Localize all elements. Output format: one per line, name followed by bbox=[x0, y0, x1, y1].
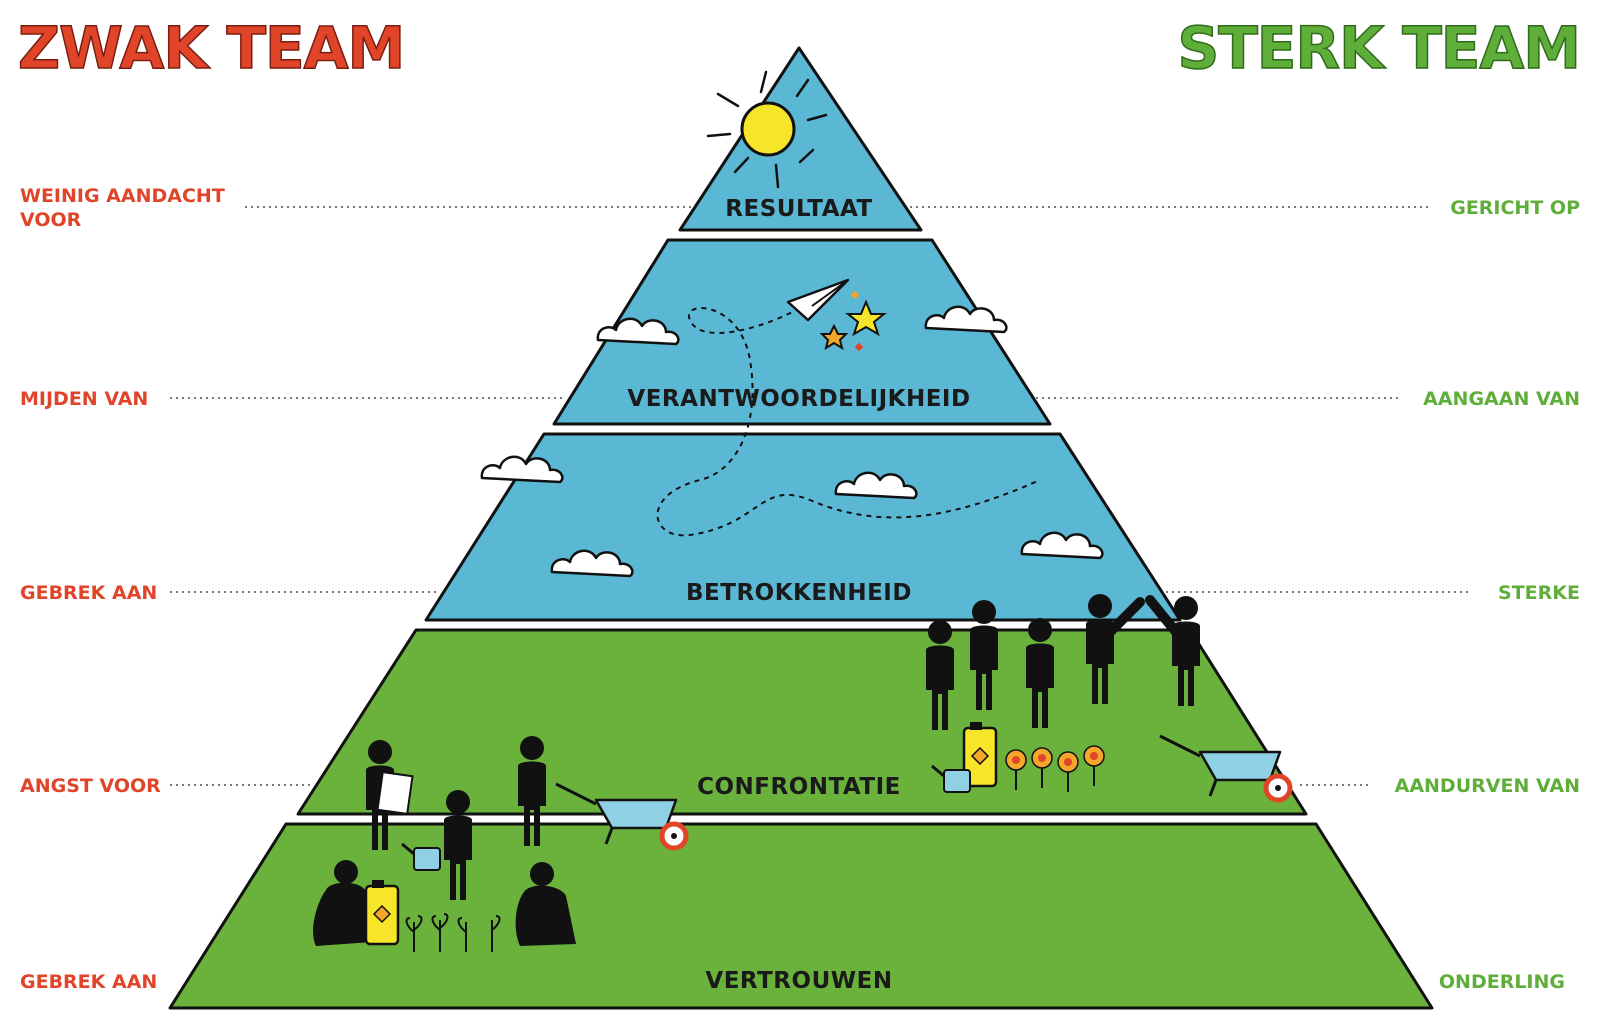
tier-resultaat bbox=[678, 46, 923, 232]
weak-label-verantwoordelijkheid: MIJDEN VAN bbox=[20, 388, 148, 410]
tier-verantwoordelijkheid bbox=[552, 238, 1052, 426]
strong-label-resultaat: GERICHT OP bbox=[1450, 197, 1580, 219]
guide-lines bbox=[170, 206, 1470, 786]
watering-can-icon bbox=[931, 764, 971, 793]
kneeling-person-icon bbox=[515, 862, 576, 946]
weak-label-resultaat-line2: VOOR bbox=[20, 209, 82, 231]
sprouts bbox=[405, 913, 501, 952]
strong-label-betrokkenheid: STERKE bbox=[1498, 582, 1580, 604]
weak-label-betrokkenheid: GEBREK AAN bbox=[20, 582, 157, 604]
flight-path bbox=[656, 307, 1041, 537]
sun-icon bbox=[706, 70, 828, 189]
level-label-resultaat: RESULTAAT bbox=[725, 196, 872, 222]
level-label-verantwoordelijkheid: VERANTWOORDELIJKHEID bbox=[627, 386, 970, 412]
strong-label-verantwoordelijkheid: AANGAAN VAN bbox=[1423, 388, 1580, 410]
weak-label-vertrouwen: GEBREK AAN bbox=[20, 971, 157, 993]
high-five-arms bbox=[1105, 595, 1181, 637]
weak-label-confrontatie: ANGST VOOR bbox=[20, 775, 161, 797]
tier-vertrouwen bbox=[168, 822, 1434, 1010]
weak-label-resultaat: WEINIG AANDACHT bbox=[20, 185, 225, 207]
paper-plane-icon bbox=[786, 278, 850, 322]
weak-team-title: ZWAK TEAM bbox=[18, 14, 404, 82]
jerrycan-icon bbox=[962, 722, 998, 788]
star-icon bbox=[819, 290, 887, 352]
strong-label-confrontatie: AANDURVEN VAN bbox=[1395, 775, 1580, 797]
strong-team-title: STERK TEAM bbox=[1177, 14, 1580, 82]
watering-can-icon bbox=[401, 842, 441, 871]
kneeling-person-icon bbox=[313, 860, 372, 946]
clipboard-icon bbox=[376, 770, 414, 816]
jerrycan-icon bbox=[364, 880, 400, 946]
level-label-confrontatie: CONFRONTATIE bbox=[697, 774, 901, 800]
level-label-betrokkenheid: BETROKKENHEID bbox=[686, 580, 912, 606]
strong-label-vertrouwen: ONDERLING bbox=[1439, 971, 1565, 993]
pyramid bbox=[168, 46, 1434, 1010]
level-label-vertrouwen: VERTROUWEN bbox=[705, 968, 892, 994]
